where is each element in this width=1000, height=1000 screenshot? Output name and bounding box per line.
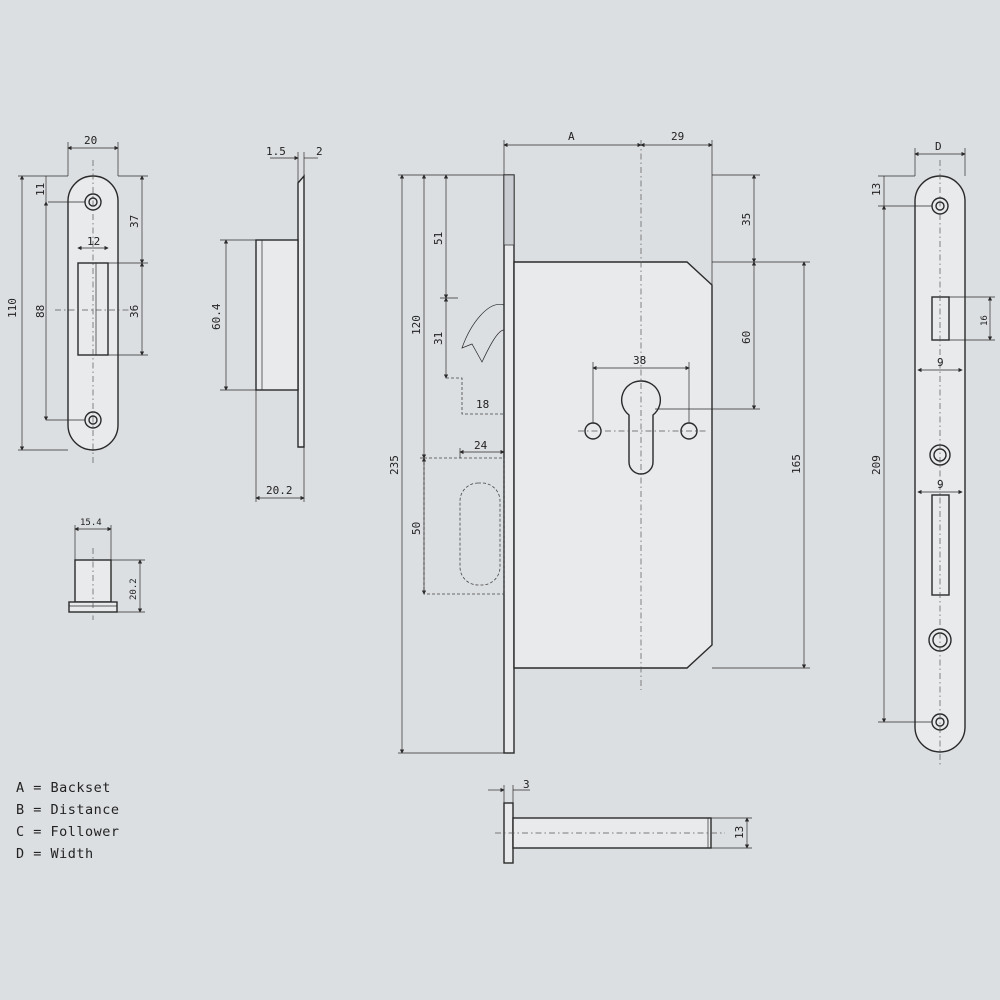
dim-strike-slot-height: 36 [128, 305, 141, 318]
dim-strike-upper: 37 [128, 215, 141, 228]
dim-strike-top: 11 [34, 183, 47, 196]
dim-box-depth: 20.2 [266, 484, 293, 497]
lock-body-view: A 29 235 120 51 31 18 24 50 38 [388, 130, 810, 754]
dim-box-height: 60.4 [210, 303, 223, 330]
legend-item-distance: B = Distance [16, 802, 120, 818]
dim-bolt-height: 50 [410, 522, 423, 535]
faceplate-view: D 13 209 16 9 9 [870, 140, 995, 765]
dim-cylinder-spacing: 38 [633, 354, 646, 367]
dim-case-height: 165 [790, 454, 803, 474]
dim-strike-slot-width: 12 [87, 235, 100, 248]
dim-pin-head: 3 [523, 778, 530, 791]
dim-box-plate: 1.5 [266, 145, 286, 158]
dim-faceplate-slot: 16 [980, 315, 990, 326]
dim-faceplate-width: D [935, 140, 942, 153]
dim-bolt-width: 24 [474, 439, 488, 452]
dim-backset: A [568, 130, 575, 143]
bolt-pin-view: 3 13 [488, 778, 752, 864]
spindle-follower-view: 15.4 20.2 [68, 518, 145, 620]
dim-latch-depth: 18 [476, 398, 489, 411]
dim-latch-top: 51 [432, 232, 445, 245]
dim-total-height: 235 [388, 455, 401, 475]
dim-strike-holes: 88 [34, 305, 47, 318]
dim-latch-height: 120 [410, 315, 423, 335]
dim-faceplate-bolt: 9 [937, 478, 944, 491]
dim-strike-total: 110 [6, 298, 19, 318]
legend: A = Backset B = Distance C = Follower D … [16, 780, 120, 862]
legend-item-width: D = Width [16, 846, 94, 862]
dim-faceplate-top: 13 [870, 183, 883, 196]
dim-cylinder-span: 60 [740, 331, 753, 344]
dim-faceplate-latch: 9 [937, 356, 944, 369]
legend-item-follower: C = Follower [16, 824, 120, 840]
dim-follower-length: 20.2 [129, 578, 139, 600]
legend-item-backset: A = Backset [16, 780, 111, 796]
dim-upper-to-cylinder: 35 [740, 213, 753, 226]
dim-pin-diameter: 13 [733, 826, 746, 839]
dim-strike-width: 20 [84, 134, 97, 147]
dim-box-flange: 2 [316, 145, 323, 158]
dim-follower-diameter: 15.4 [80, 518, 102, 528]
dim-front-offset: 29 [671, 130, 684, 143]
strike-plate-view: 20 110 11 88 12 37 36 [6, 134, 148, 465]
strike-box-side-view: 1.5 2 60.4 20.2 [210, 145, 323, 502]
dim-latch-gap: 31 [432, 332, 445, 345]
dim-faceplate-height: 209 [870, 455, 883, 475]
